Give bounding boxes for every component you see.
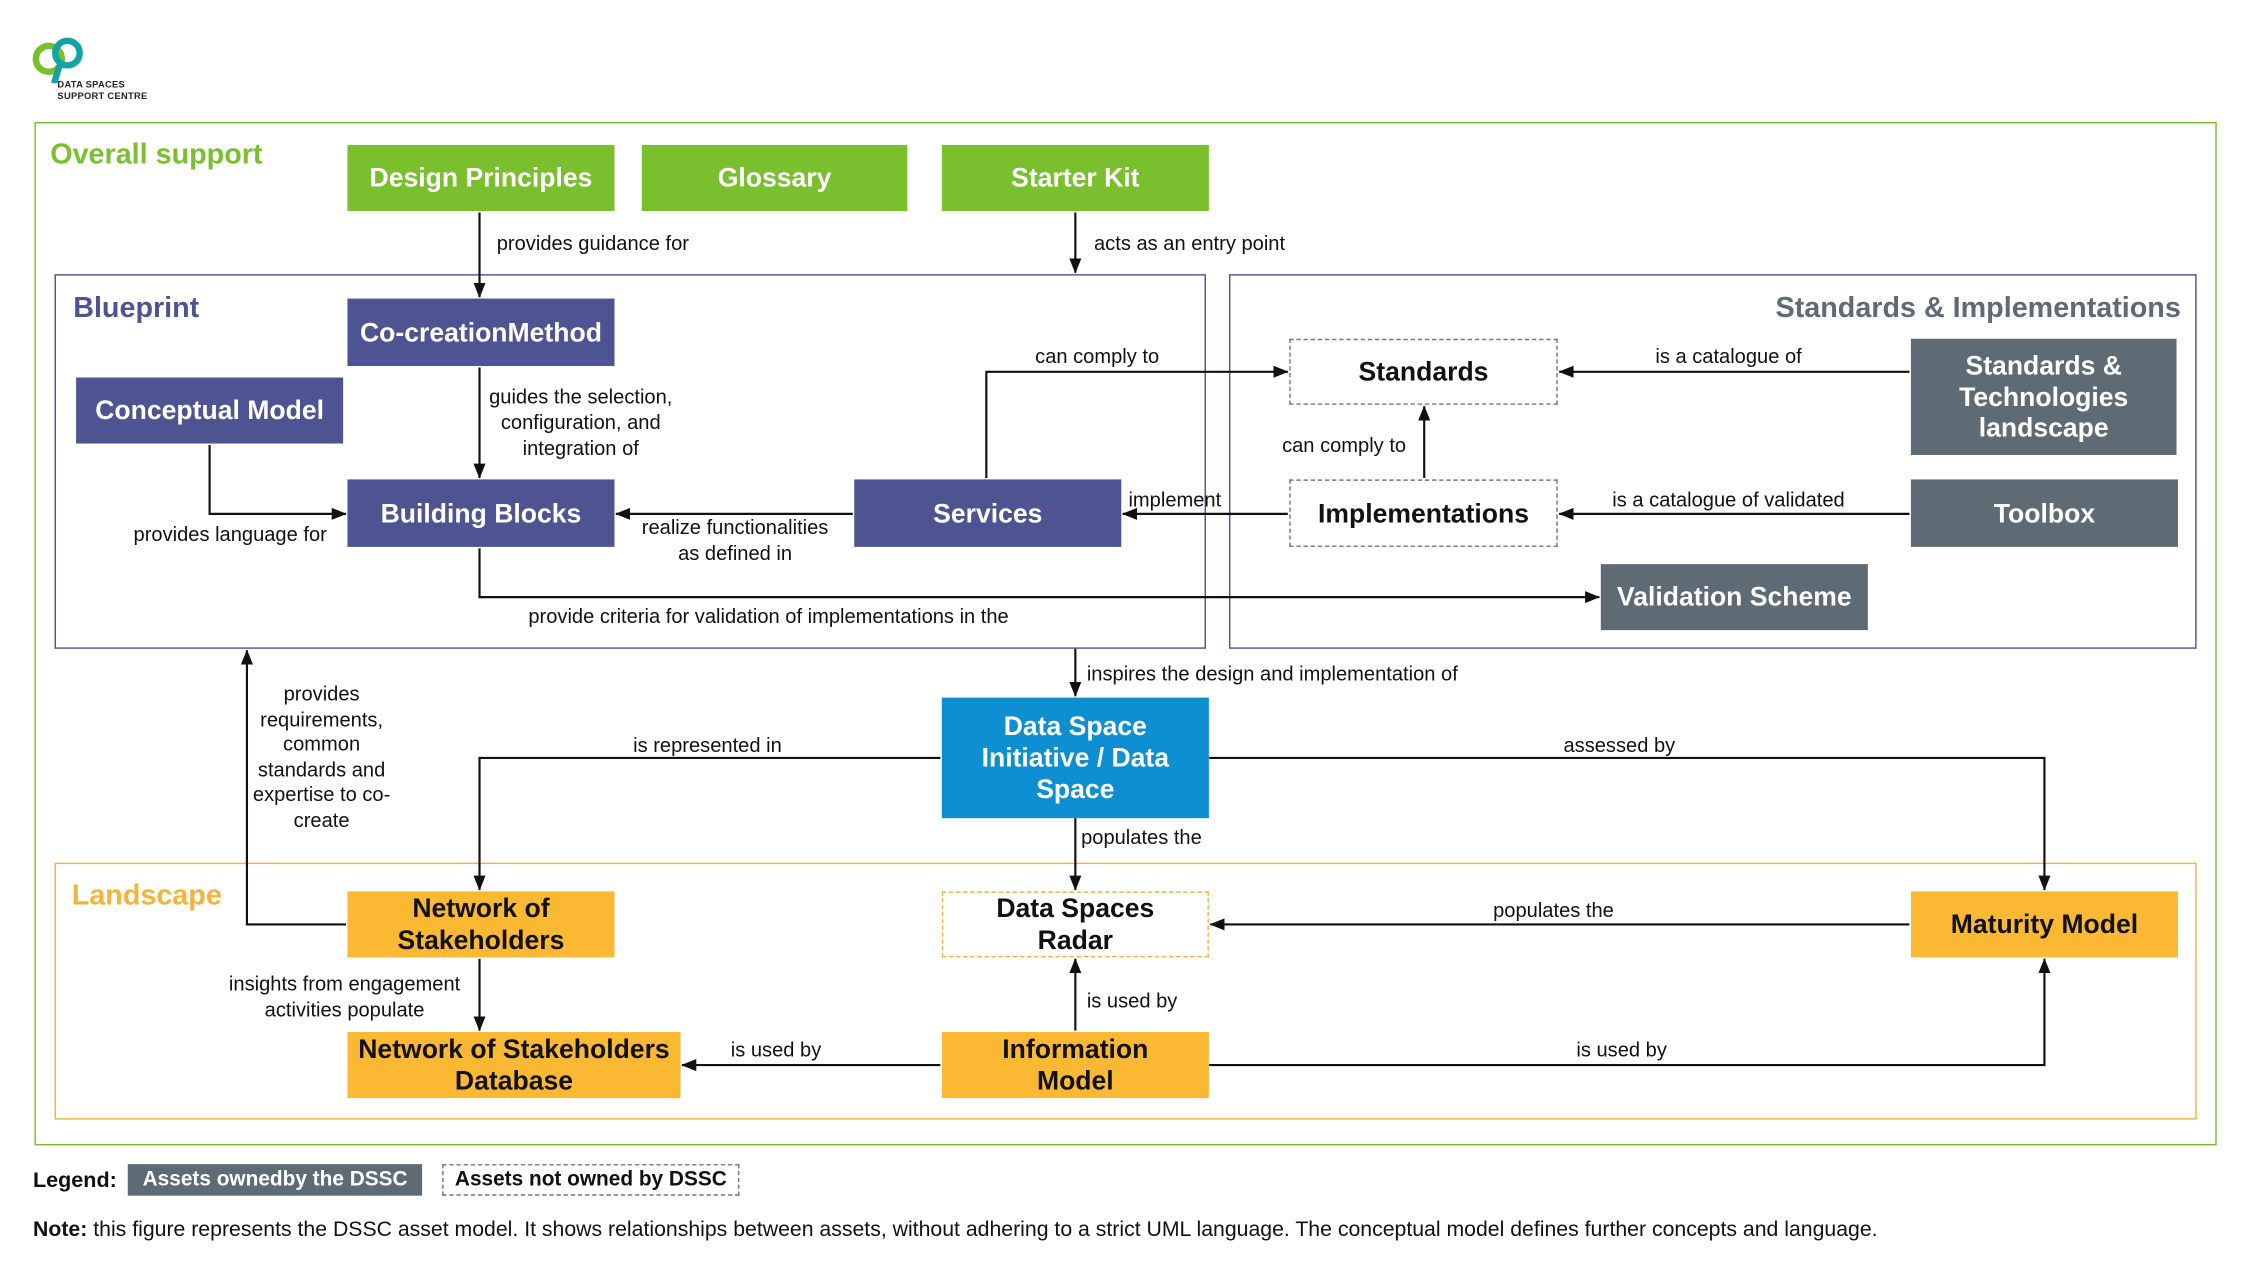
edge-conceptual-to-building-blocks <box>208 444 347 520</box>
legend-not-owned-swatch: Assets not owned by DSSC <box>441 1164 740 1196</box>
label-catalogue-validated: is a catalogue of validated <box>1612 488 1845 512</box>
label-provide-criteria: provide criteria for validation of imple… <box>528 604 1009 628</box>
edge-services-to-standards <box>985 365 1289 478</box>
edge-info-to-maturity <box>1208 958 2051 1067</box>
region-title-blueprint: Blueprint <box>73 292 200 325</box>
label-provides-guidance: provides guidance for <box>496 231 689 255</box>
label-populates-radar-dsi: populates the <box>1081 825 1202 849</box>
label-guides-selection: guides the selection, configuration, and… <box>489 384 673 460</box>
node-standards: Standards <box>1289 338 1558 405</box>
label-used-by-db: is used by <box>730 1037 822 1061</box>
node-toolbox: Toolbox <box>1910 479 2178 547</box>
node-standards-technologies-landscape: Standards & Technologies landscape <box>1910 338 2177 456</box>
node-design-principles: Design Principles <box>347 144 615 212</box>
label-provides-requirements: provides requirements, common standards … <box>252 681 391 832</box>
node-data-spaces-radar: Data Spaces Radar <box>941 891 1209 958</box>
region-title-standards-implementations: Standards & Implementations <box>1775 292 2181 325</box>
region-overall-support <box>34 122 2217 1146</box>
legend: Legend: Assets ownedby the DSSC Assets n… <box>33 1164 740 1196</box>
figure-note: Note: this figure represents the DSSC as… <box>33 1219 1878 1242</box>
region-blueprint <box>54 274 1206 649</box>
label-realize-functionalities: realize functionalities as defined in <box>641 515 829 565</box>
note-text: this figure represents the DSSC asset mo… <box>93 1218 1878 1242</box>
edge-dsi-to-network <box>473 756 941 891</box>
edge-network-to-blueprint <box>240 649 347 926</box>
label-implement: implement <box>1128 488 1222 512</box>
label-can-comply-services: can comply to <box>1035 344 1160 368</box>
node-starter-kit: Starter Kit <box>941 144 1209 212</box>
legend-owned-swatch: Assets ownedby the DSSC <box>128 1164 422 1196</box>
edge-bb-to-validation <box>478 548 1601 604</box>
dssc-logo-icon <box>32 37 83 84</box>
node-conceptual-model: Conceptual Model <box>76 377 344 444</box>
label-can-comply-impl: can comply to <box>1282 433 1407 457</box>
label-populates-radar-mm: populates the <box>1493 898 1614 922</box>
label-insights: insights from engagement activities popu… <box>228 971 461 1021</box>
label-used-by-mm: is used by <box>1576 1037 1667 1061</box>
node-glossary: Glossary <box>641 144 908 212</box>
node-services: Services <box>854 479 1122 547</box>
region-title-landscape: Landscape <box>71 879 222 912</box>
node-maturity-model: Maturity Model <box>1910 891 2178 958</box>
logo-text-line1: DATA SPACES <box>57 80 126 91</box>
label-used-by-radar: is used by <box>1086 988 1178 1012</box>
node-implementations: Implementations <box>1289 479 1558 547</box>
region-title-overall-support: Overall support <box>50 139 263 171</box>
node-validation-scheme: Validation Scheme <box>1600 564 1868 631</box>
node-cocreation-method: Co-creationMethod <box>347 298 615 367</box>
label-inspires: inspires the design and implementation o… <box>1086 661 1458 685</box>
dssc-logo: DATA SPACES SUPPORT CENTRE <box>32 34 176 106</box>
legend-title: Legend: <box>33 1167 117 1193</box>
node-network-of-stakeholders-database: Network of Stakeholders Database <box>347 1032 681 1099</box>
region-standards-implementations <box>1228 274 2197 649</box>
label-represented-in: is represented in <box>633 733 782 757</box>
node-building-blocks: Building Blocks <box>347 479 615 547</box>
label-assessed-by: assessed by <box>1563 733 1676 757</box>
label-catalogue-of: is a catalogue of <box>1655 344 1802 368</box>
note-label: Note: <box>33 1218 88 1242</box>
node-information-model: Information Model <box>941 1032 1209 1099</box>
logo-text-line2: SUPPORT CENTRE <box>57 91 148 102</box>
region-landscape <box>54 862 2197 1120</box>
label-entry-point: acts as an entry point <box>1094 231 1286 255</box>
edge-dsi-to-maturity <box>1208 756 2051 891</box>
node-network-of-stakeholders: Network of Stakeholders <box>347 891 615 958</box>
label-provides-language: provides language for <box>133 522 327 546</box>
node-data-space-initiative: Data Space Initiative / Data Space <box>941 697 1209 819</box>
